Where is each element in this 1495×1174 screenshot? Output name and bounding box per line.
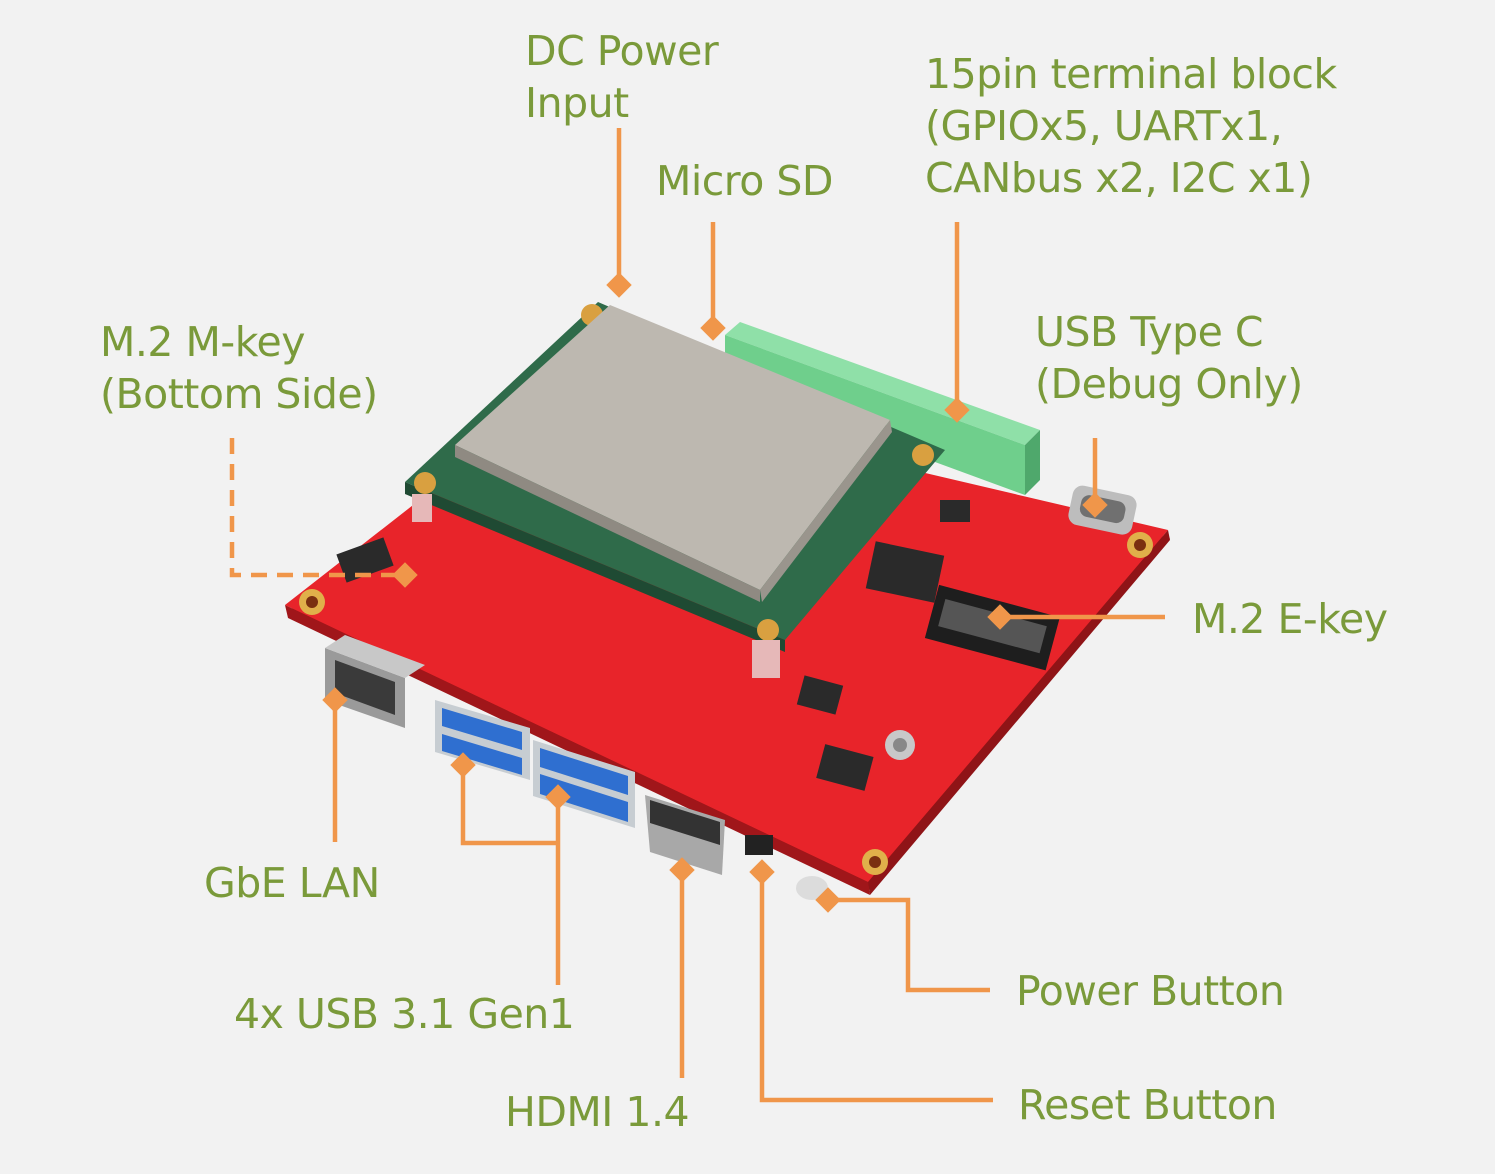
label-m2-ekey: M.2 E-key <box>1192 595 1388 643</box>
label-m2-mkey: M.2 M-key (Bottom Side) <box>100 318 378 418</box>
usb-ports-b <box>533 740 635 828</box>
label-usb-type-c: USB Type C (Debug Only) <box>1035 308 1303 408</box>
usb-ports-a <box>435 700 530 780</box>
power-switch <box>796 876 828 900</box>
label-hdmi: HDMI 1.4 <box>505 1088 690 1136</box>
reset-switch <box>745 835 773 855</box>
callout-lines <box>229 128 1165 1103</box>
label-usb31: 4x USB 3.1 Gen1 <box>234 990 575 1038</box>
label-dc-power-input: DC Power Input <box>525 27 719 127</box>
label-micro-sd: Micro SD <box>656 157 833 205</box>
compute-module <box>405 302 945 678</box>
label-terminal-block: 15pin terminal block (GPIOx5, UARTx1, CA… <box>925 50 1337 202</box>
label-gbe-lan: GbE LAN <box>204 859 380 907</box>
label-power-button: Power Button <box>1016 967 1285 1015</box>
label-reset-button: Reset Button <box>1018 1081 1277 1129</box>
hdmi-port <box>645 795 725 875</box>
lan-port <box>325 635 425 728</box>
